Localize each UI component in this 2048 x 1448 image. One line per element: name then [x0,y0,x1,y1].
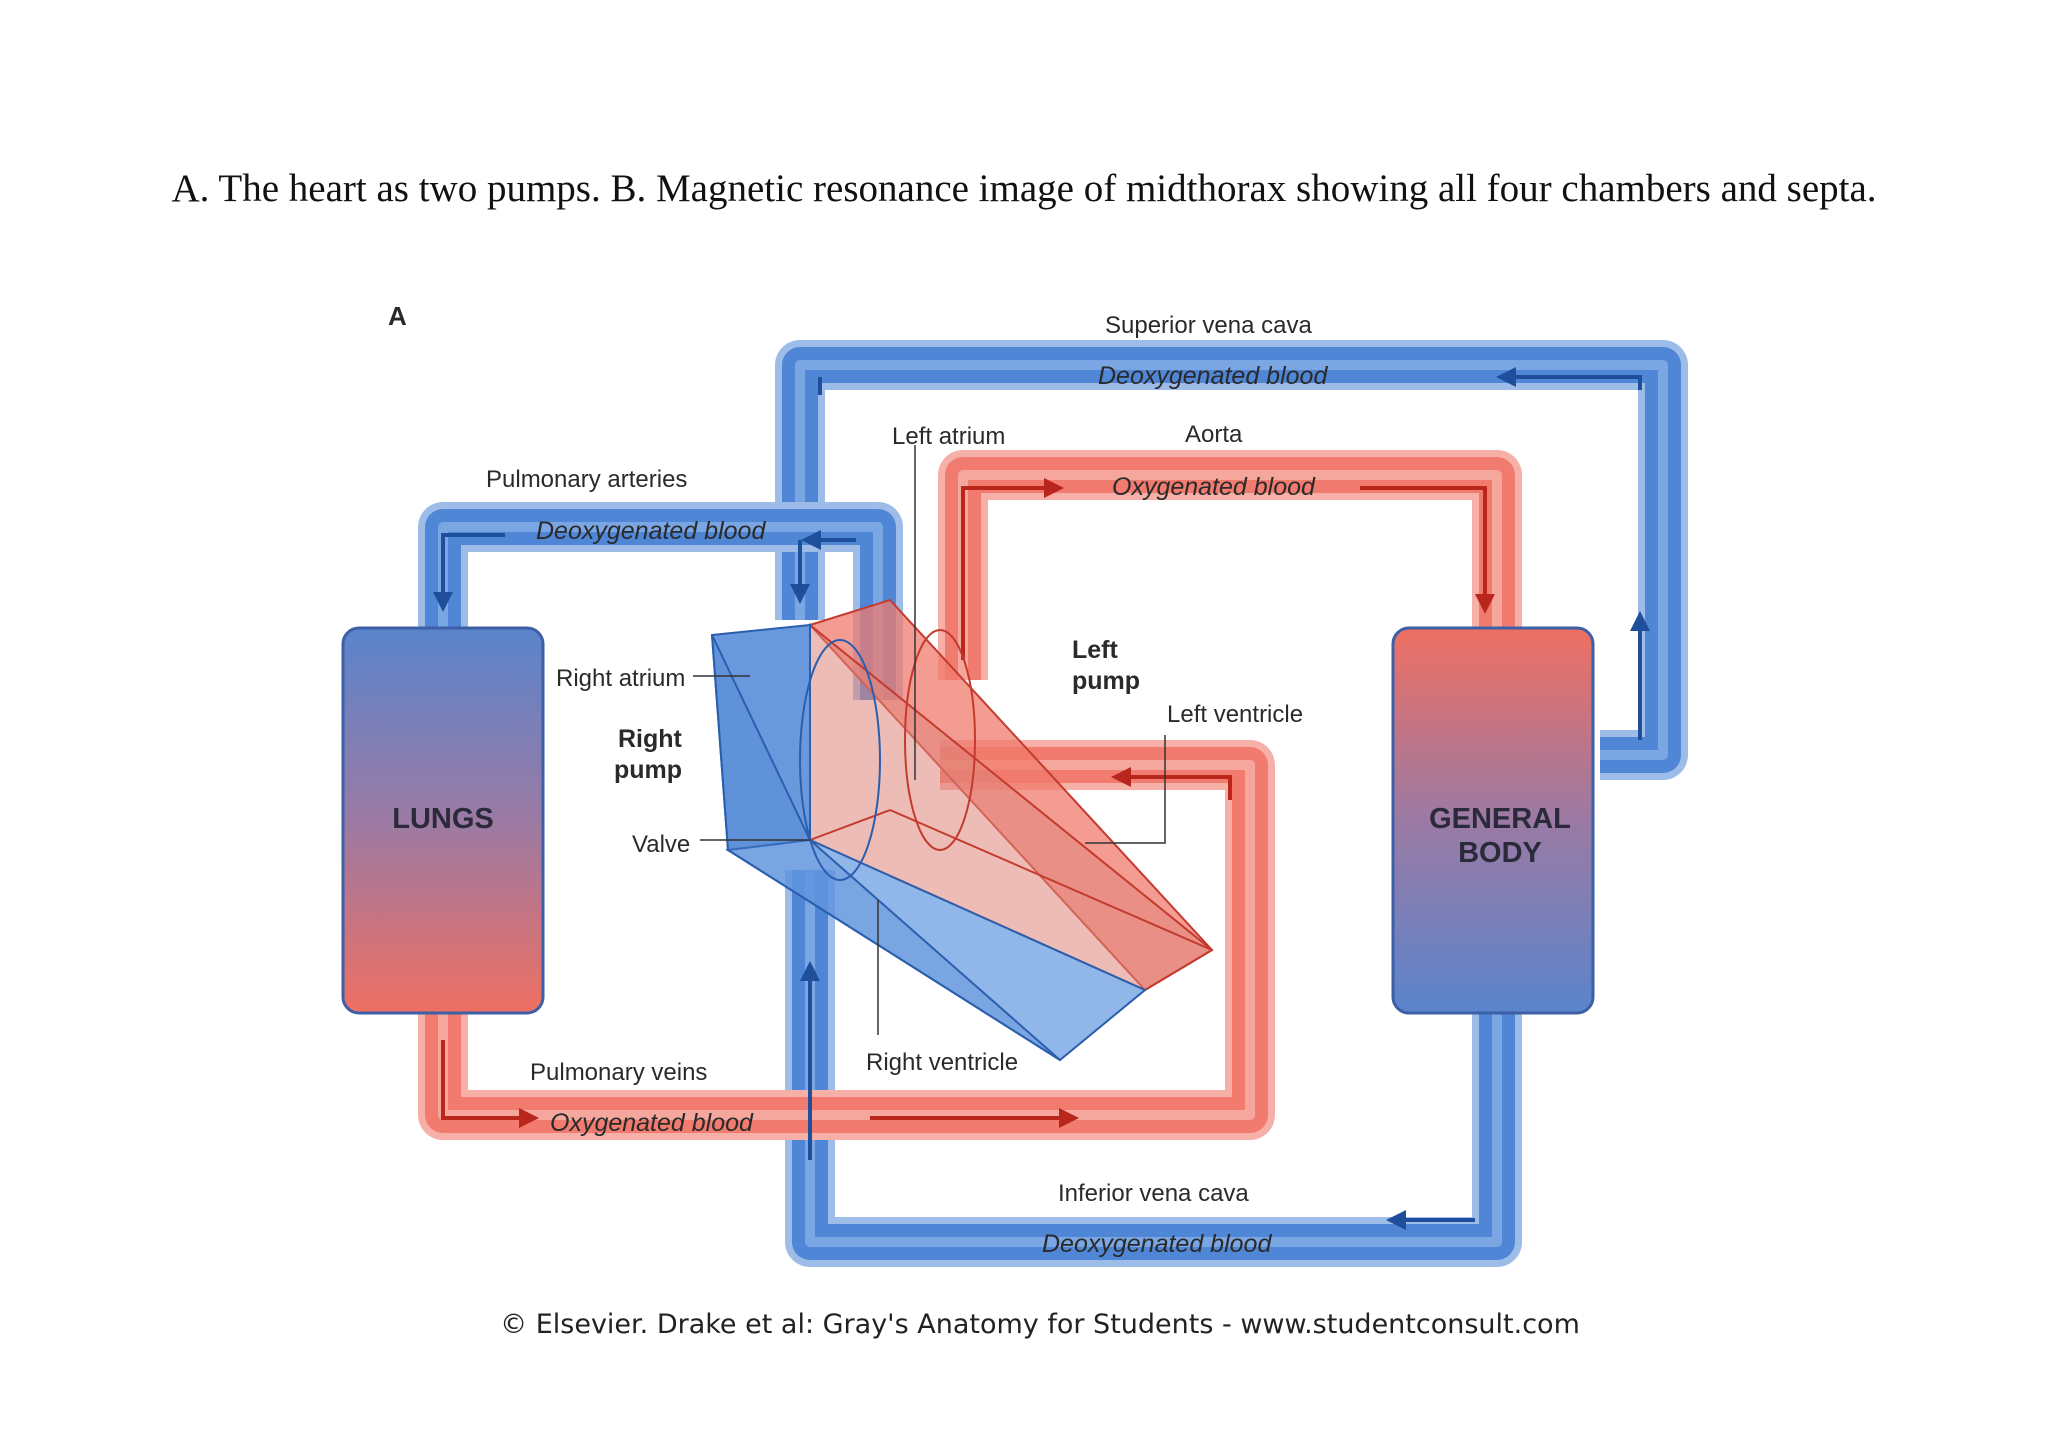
label-oxygenated-bottom: Oxygenated blood [550,1109,754,1137]
label-general-body-line1: GENERAL [1429,803,1571,835]
figure-caption: A. The heart as two pumps. B. Magnetic r… [171,167,1877,210]
label-right-pump-line2: pump [614,756,682,784]
label-inferior-vena-cava: Inferior vena cava [1058,1180,1249,1207]
label-superior-vena-cava: Superior vena cava [1105,312,1312,339]
label-lungs: LUNGS [392,803,494,835]
flow-arrows [433,367,1650,1230]
label-pulmonary-veins: Pulmonary veins [530,1059,707,1086]
superior-vena-cava-vessel [775,340,1688,780]
label-deoxygenated-left: Deoxygenated blood [536,517,766,545]
panel-letter: A [388,301,407,331]
label-left-pump-line1: Left [1072,636,1119,664]
copyright-notice: © Elsevier. Drake et al: Gray's Anatomy … [500,1309,1580,1340]
label-left-pump-line2: pump [1072,667,1140,695]
label-deoxygenated-top: Deoxygenated blood [1098,362,1328,390]
label-pulmonary-arteries: Pulmonary arteries [486,466,687,493]
general-body-organ [1391,626,1595,1015]
heart-two-pumps [710,598,1214,1062]
label-deoxygenated-bottom: Deoxygenated blood [1042,1230,1272,1258]
label-right-ventricle: Right ventricle [866,1049,1018,1076]
label-oxygenated-top: Oxygenated blood [1112,473,1316,501]
lungs-organ [341,626,545,1015]
label-general-body-line2: BODY [1458,837,1542,869]
label-valve: Valve [632,831,690,858]
label-left-ventricle: Left ventricle [1167,701,1303,728]
label-aorta: Aorta [1185,421,1243,448]
label-left-atrium: Left atrium [892,423,1005,450]
label-right-atrium: Right atrium [556,665,685,692]
label-right-pump-line1: Right [618,725,683,753]
leader-lines [693,445,1166,1035]
